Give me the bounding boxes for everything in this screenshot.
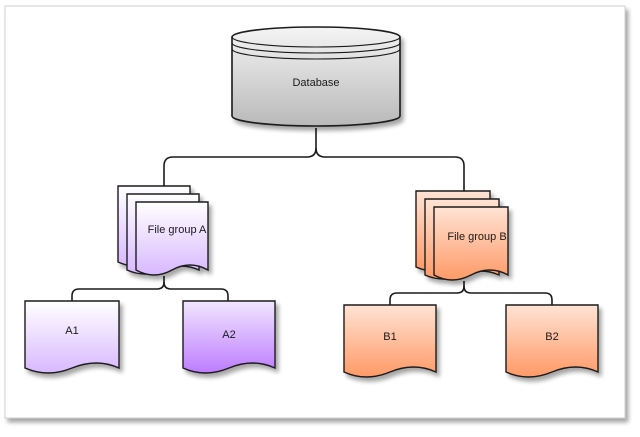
database-rims [231, 36, 401, 60]
file-group-a-sheet-front [135, 201, 209, 276]
file-a1-node[interactable]: A1 [24, 300, 120, 374]
file-group-a-node[interactable]: File group A [117, 185, 209, 276]
file-group-b-label: File group B [447, 231, 506, 243]
file-b2-label: B2 [545, 331, 558, 343]
file-b2-shape [505, 304, 599, 378]
connector-group-b-b2 [463, 285, 553, 305]
connectors [71, 128, 553, 305]
file-a2-label: A2 [222, 329, 235, 341]
file-b1-node[interactable]: B1 [343, 304, 437, 378]
file-a2-node[interactable]: A2 [182, 300, 276, 374]
file-group-a-label: File group A [148, 224, 207, 236]
file-a1-label: A1 [65, 325, 78, 337]
file-b1-label: B1 [383, 331, 396, 343]
file-b1-shape [343, 304, 437, 378]
database-label: Database [292, 77, 339, 89]
file-a2-shape [182, 300, 276, 374]
connector-db-group-b [315, 147, 465, 192]
file-b2-node[interactable]: B2 [505, 304, 599, 378]
connector-group-a-a2 [163, 281, 229, 301]
connector-db-group-a [163, 128, 317, 186]
file-group-b-sheet-front [433, 206, 509, 281]
file-a1-shape [24, 300, 120, 374]
file-group-b-node[interactable]: File group B [415, 190, 509, 281]
